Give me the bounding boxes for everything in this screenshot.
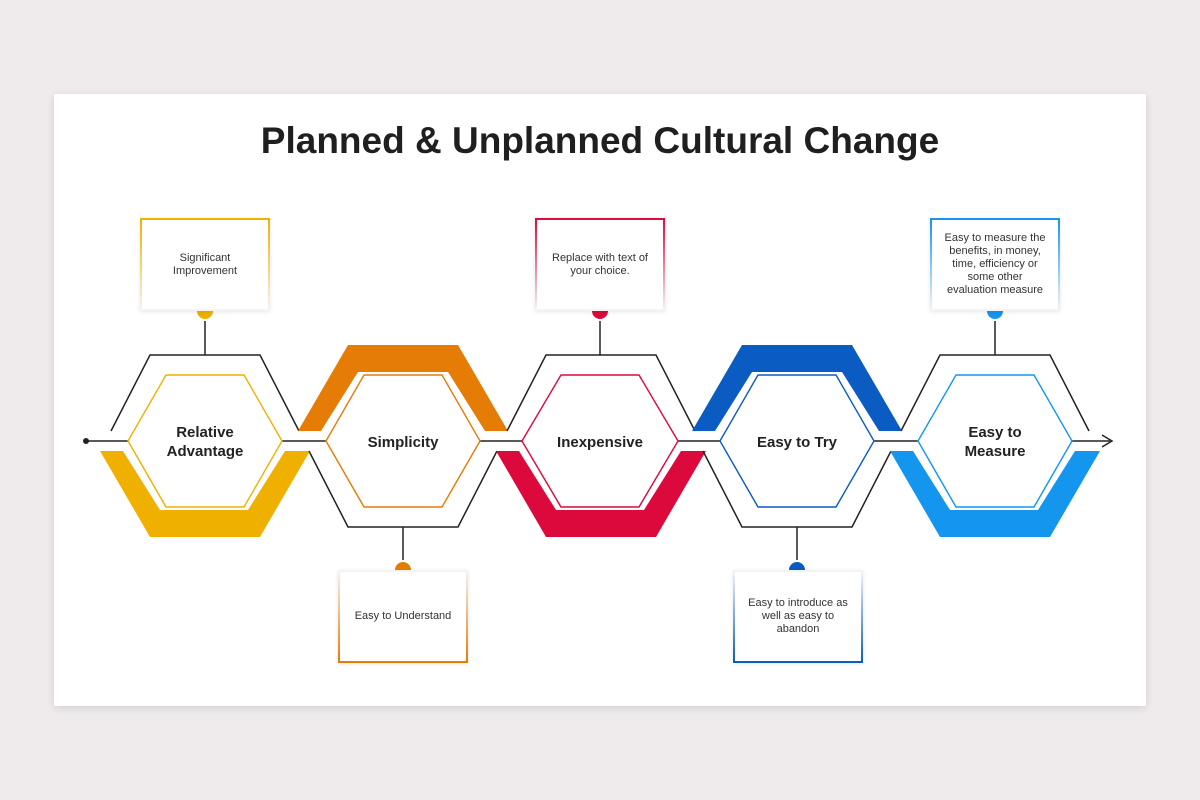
hexagon-simplicity: Simplicity [298,345,508,580]
hexagon-inexpensive: Inexpensive [496,301,706,537]
note-card-easy-to-try: Easy to introduce as well as easy to aba… [733,570,863,663]
note-card-simplicity: Easy to Understand [338,570,468,663]
arrowhead-icon [1101,434,1114,448]
hex-accent-band-yellow [100,451,310,537]
hex-label-line1: Easy to [968,424,1021,441]
hex-label: Inexpensive [557,434,643,451]
hex-label-line1: Relative [176,424,234,441]
hex-accent-band-orange [298,345,508,431]
hex-inner-outline [521,374,679,508]
note-card-inexpensive: Replace with text of your choice. [535,218,665,311]
hex-accent-band-light-blue [890,451,1100,537]
hexagon-easy-to-measure: Easy to Measure [890,301,1100,537]
hex-inner-outline [325,374,481,508]
hex-inner-outline [127,374,283,508]
hex-accent-band-dark-blue [692,345,902,431]
hexagon-easy-to-try: Easy to Try [692,345,902,580]
note-card-easy-to-measure: Easy to measure the benefits, in money, … [930,218,1060,311]
hex-label-line2: Advantage [167,443,244,460]
hex-label: Simplicity [368,434,440,451]
hex-label: Easy to Try [757,434,838,451]
hex-accent-band-red [496,451,706,537]
hex-label-line2: Measure [965,443,1026,460]
hex-outline-top [506,354,696,432]
timeline-start-dot [83,438,89,444]
hex-inner-outline [719,374,875,508]
page-title: Planned & Unplanned Cultural Change [260,120,940,161]
hexagon-relative-advantage: Relative Advantage [100,301,310,537]
hex-inner-outline [917,374,1073,508]
note-card-relative-advantage: Significant Improvement [140,218,270,311]
